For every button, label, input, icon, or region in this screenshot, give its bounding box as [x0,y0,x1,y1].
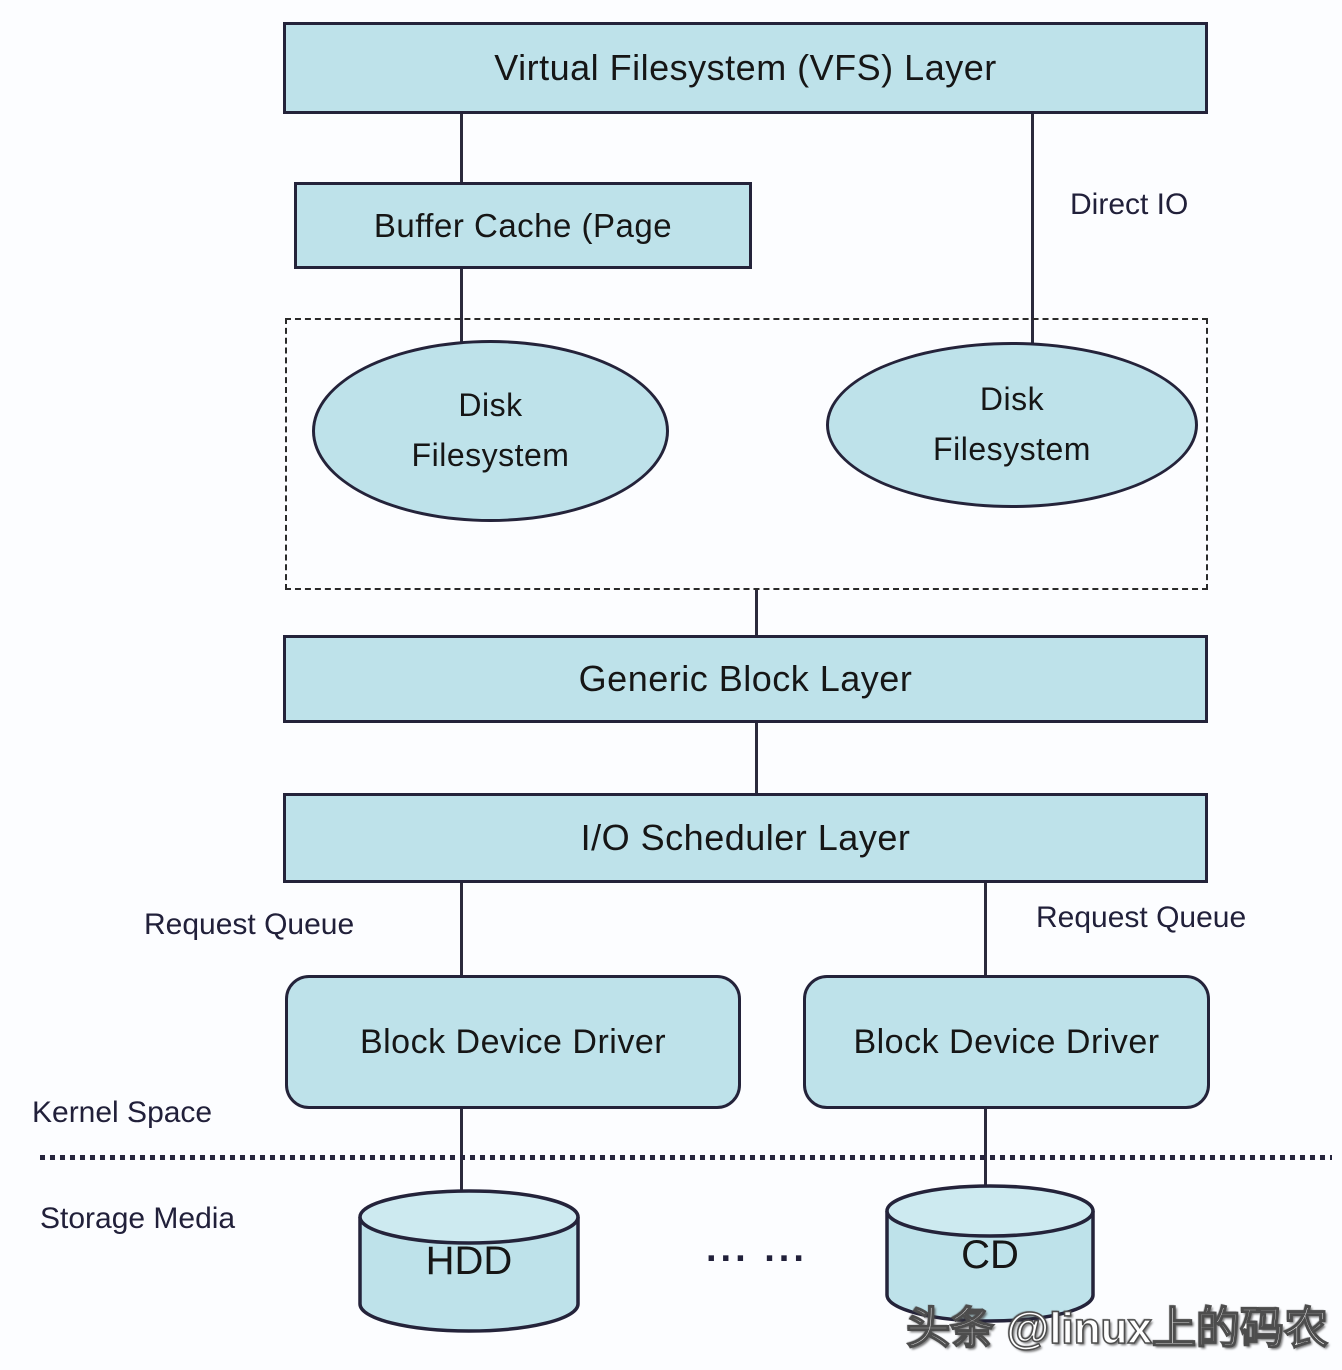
disk-filesystem-ellipse-right: Disk Filesystem [826,342,1198,508]
generic-block-layer-box: Generic Block Layer [283,635,1208,723]
connector-driver-cd [984,1108,987,1188]
direct-io-label: Direct IO [1070,188,1189,221]
buffer-cache-label: Buffer Cache (Page [373,206,673,244]
io-scheduler-layer-label: I/O Scheduler Layer [580,817,911,858]
kernel-space-label: Kernel Space [32,1096,213,1129]
block-device-driver-box-right: Block Device Driver [803,975,1210,1109]
connector-vfs-buffercache [460,113,463,183]
block-device-driver-box-left: Block Device Driver [285,975,741,1109]
connector-driver-hdd [460,1108,463,1193]
watermark-text: 头条 @linux上的码农 [905,1303,1328,1354]
block-device-driver-right-label: Block Device Driver [853,1022,1160,1061]
request-queue-label-right: Request Queue [1036,901,1247,934]
disk-filesystem-left-line1: Disk [458,387,523,424]
io-scheduler-layer-box: I/O Scheduler Layer [283,793,1208,883]
connector-genericblock-scheduler [755,723,758,793]
connector-scheduler-driver-left [460,883,463,975]
disk-filesystem-right-line1: Disk [979,381,1045,418]
cd-cylinder: CD [883,1183,1097,1329]
storage-media-label: Storage Media [40,1202,236,1235]
cd-label: CD [961,1232,1019,1277]
vfs-layer-label: Virtual Filesystem (VFS) Layer [494,47,997,88]
filesystem-group-box [285,318,1208,590]
vfs-layer-box: Virtual Filesystem (VFS) Layer [283,22,1208,114]
disk-filesystem-ellipse-left: Disk Filesystem [312,340,669,522]
generic-block-layer-label: Generic Block Layer [578,658,913,699]
cylinder-shape [885,1184,1095,1323]
buffer-cache-box: Buffer Cache (Page [294,182,752,269]
kernel-space-divider [40,1155,1332,1160]
connector-scheduler-driver-right [984,883,987,975]
connector-buffercache-diskfs [460,268,463,343]
cylinder-shape [358,1189,580,1333]
hdd-cylinder: HDD [356,1188,582,1338]
block-device-driver-left-label: Block Device Driver [359,1022,667,1061]
more-devices-ellipsis: ... ... [706,1228,808,1270]
connector-vfs-directio [1031,113,1034,343]
hdd-label: HDD [425,1239,513,1283]
connector-diskfs-genericblock [755,590,758,635]
request-queue-label-left: Request Queue [144,908,355,941]
disk-filesystem-left-line2: Filesystem [411,437,570,473]
disk-filesystem-right-line2: Filesystem [933,431,1091,467]
